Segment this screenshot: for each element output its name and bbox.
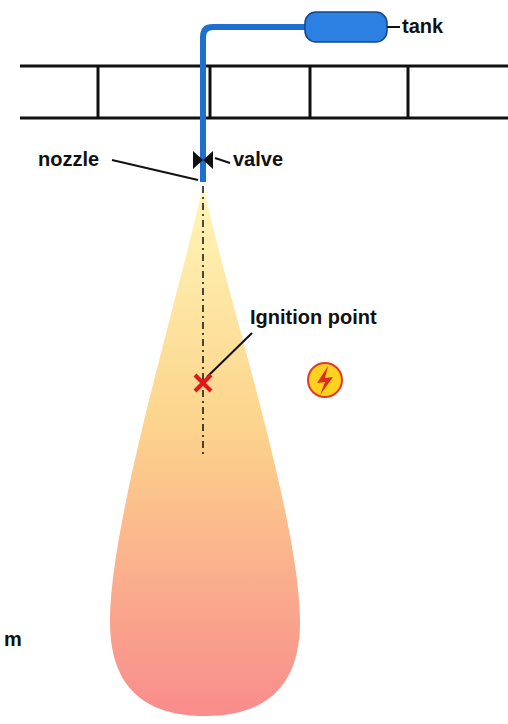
valve-symbol: [193, 151, 213, 169]
center-line: [202, 186, 204, 458]
nozzle-label: nozzle: [38, 148, 99, 170]
ceiling: [20, 66, 508, 118]
leader-lines: [112, 27, 400, 377]
ignition-source-icon: [308, 363, 342, 397]
tank-label: tank: [402, 15, 443, 37]
valve-label: valve: [233, 148, 283, 170]
pipe: [203, 27, 310, 182]
fragment-label: m: [4, 628, 22, 650]
tank-vessel: [305, 12, 387, 42]
gas-plume: [110, 185, 300, 716]
ignition-point-label: Ignition point: [250, 306, 377, 328]
ignition-mark: [195, 375, 211, 391]
